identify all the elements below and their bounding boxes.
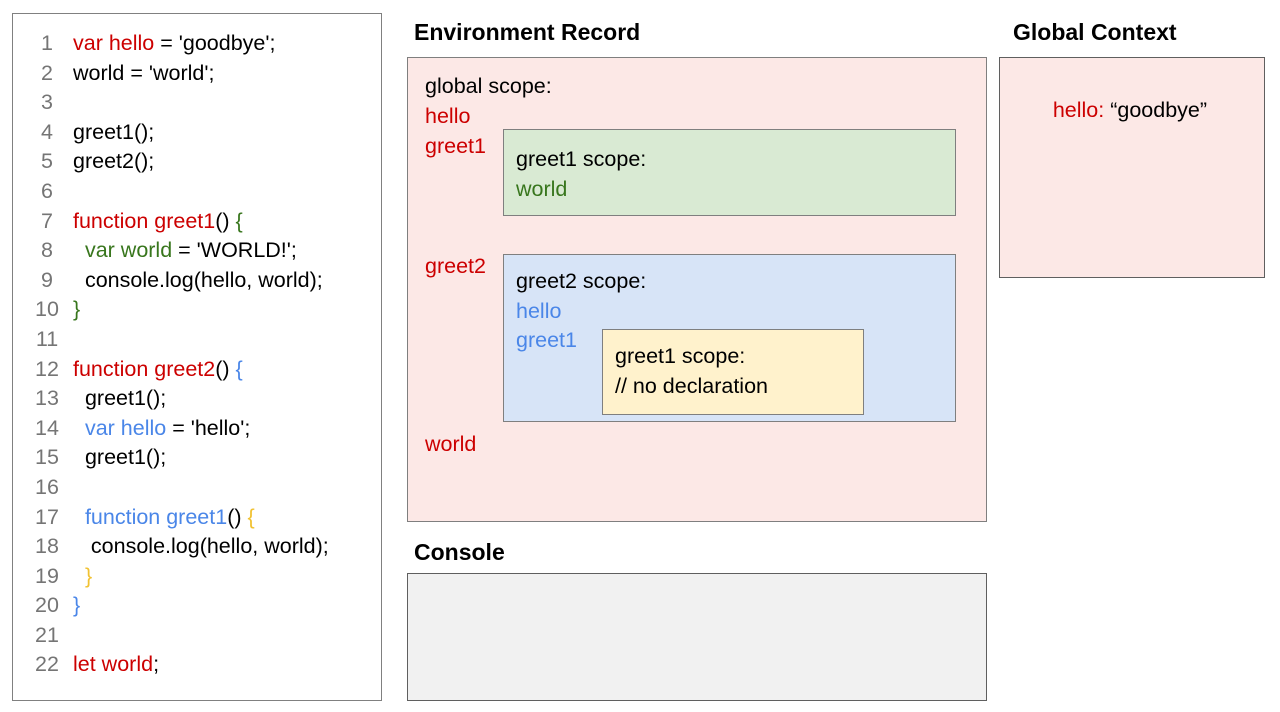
code-line: 15 greet1(); <box>13 443 381 473</box>
code-text: var hello = 'hello'; <box>84 415 251 440</box>
greet1-scope-label: greet1 scope: <box>516 147 647 171</box>
line-number: 14 <box>35 415 59 440</box>
code-line: 16 <box>13 473 381 503</box>
code-line: 21 <box>13 621 381 651</box>
code-line: 22 let world; <box>13 650 381 680</box>
code-line: 20} <box>13 591 381 621</box>
line-number: 20 <box>35 593 59 618</box>
global-context-var-value: “goodbye” <box>1104 98 1208 122</box>
line-number: 21 <box>35 622 59 647</box>
greet2-scope-box: greet2 scope: hello greet1 greet1 scope:… <box>503 254 956 422</box>
code-line: 11 <box>13 325 381 355</box>
code-line: 14 var hello = 'hello'; <box>13 414 381 444</box>
global-var-hello: hello <box>425 104 471 128</box>
global-scope-label: global scope: <box>425 74 552 98</box>
code-text: console.log(hello, world); <box>73 534 329 559</box>
greet2-scope-var-greet1: greet1 <box>516 328 577 352</box>
code-editor-panel: 1 var hello = 'goodbye'; 2 world = 'world';… <box>12 13 382 701</box>
greet1-scope-var-world: world <box>516 177 568 201</box>
line-number: 4 <box>41 119 53 144</box>
code-text: var world = 'WORLD!'; <box>84 238 297 263</box>
console-title: Console <box>414 539 505 565</box>
line-number: 11 <box>35 326 59 351</box>
line-number: 3 <box>41 90 53 115</box>
inner-greet1-scope-comment: // no declaration <box>615 374 768 398</box>
greet2-scope-var-hello: hello <box>516 299 562 323</box>
global-var-greet1: greet1 <box>425 134 486 158</box>
global-context-title: Global Context <box>1013 19 1177 45</box>
global-var-greet2: greet2 <box>425 254 486 278</box>
environment-record-box: global scope: hello greet1 greet2 world … <box>407 57 987 522</box>
code-line: 17 function greet1() { <box>13 503 381 533</box>
code-text: function greet2() { <box>73 356 243 381</box>
inner-greet1-scope-label: greet1 scope: <box>615 344 746 368</box>
code-line: 18 console.log(hello, world); <box>13 532 381 562</box>
greet2-scope-label: greet2 scope: <box>516 269 647 293</box>
line-number: 13 <box>35 386 59 411</box>
global-context-var-name: hello: <box>1052 98 1105 122</box>
line-number: 12 <box>35 356 59 381</box>
line-number: 17 <box>35 504 59 529</box>
line-number: 6 <box>41 178 53 203</box>
code-text: greet2(); <box>73 149 155 174</box>
line-number: 10 <box>35 297 59 322</box>
console-box <box>407 573 987 701</box>
code-line: 2 world = 'world'; <box>13 59 381 89</box>
line-number: 8 <box>41 238 53 263</box>
code-line: 9 console.log(hello, world); <box>13 266 381 296</box>
line-number: 19 <box>35 563 59 588</box>
code-text: world = 'world'; <box>73 60 215 85</box>
line-number: 9 <box>41 267 53 292</box>
code-text: function greet1() { <box>84 504 255 529</box>
code-text: greet1(); <box>73 386 167 411</box>
global-var-world: world <box>425 432 477 456</box>
code-text: } <box>73 593 81 618</box>
environment-record-title: Environment Record <box>414 19 641 45</box>
line-number: 22 <box>35 652 59 677</box>
code-line: 12 function greet2() { <box>13 355 381 385</box>
line-number: 2 <box>41 60 53 85</box>
line-number: 1 <box>41 31 53 55</box>
code-line: 3 <box>13 88 381 118</box>
code-text: } <box>73 297 81 322</box>
code-line: 5 greet2(); <box>13 147 381 177</box>
code-lines: 1 var hello = 'goodbye'; 2 world = 'world';… <box>13 29 381 680</box>
line-number: 16 <box>35 474 59 499</box>
greet1-scope-box: greet1 scope: world <box>503 129 956 216</box>
code-text: greet1(); <box>73 445 167 470</box>
inner-greet1-scope-box: greet1 scope: // no declaration <box>602 329 864 415</box>
line-number: 5 <box>41 149 53 174</box>
global-context-entry: hello: “goodbye” <box>1017 74 1207 146</box>
code-line: 7 function greet1() { <box>13 207 381 237</box>
code-line: 13 greet1(); <box>13 384 381 414</box>
line-number: 18 <box>35 534 59 559</box>
code-line: 19 } <box>13 562 381 592</box>
code-text: var hello = 'goodbye'; <box>73 31 276 55</box>
code-line: 1 var hello = 'goodbye'; <box>13 29 381 59</box>
line-number: 7 <box>41 208 53 233</box>
code-text: } <box>84 563 93 588</box>
code-text: function greet1() { <box>73 208 243 233</box>
code-line: 4 greet1(); <box>13 118 381 148</box>
line-number: 15 <box>35 445 59 470</box>
global-context-box: hello: “goodbye” <box>999 57 1265 278</box>
code-line: 10} <box>13 295 381 325</box>
code-text: console.log(hello, world); <box>73 267 323 292</box>
code-text: greet1(); <box>73 119 155 144</box>
code-text: let world; <box>73 652 160 677</box>
code-line: 8 var world = 'WORLD!'; <box>13 236 381 266</box>
code-line: 6 <box>13 177 381 207</box>
